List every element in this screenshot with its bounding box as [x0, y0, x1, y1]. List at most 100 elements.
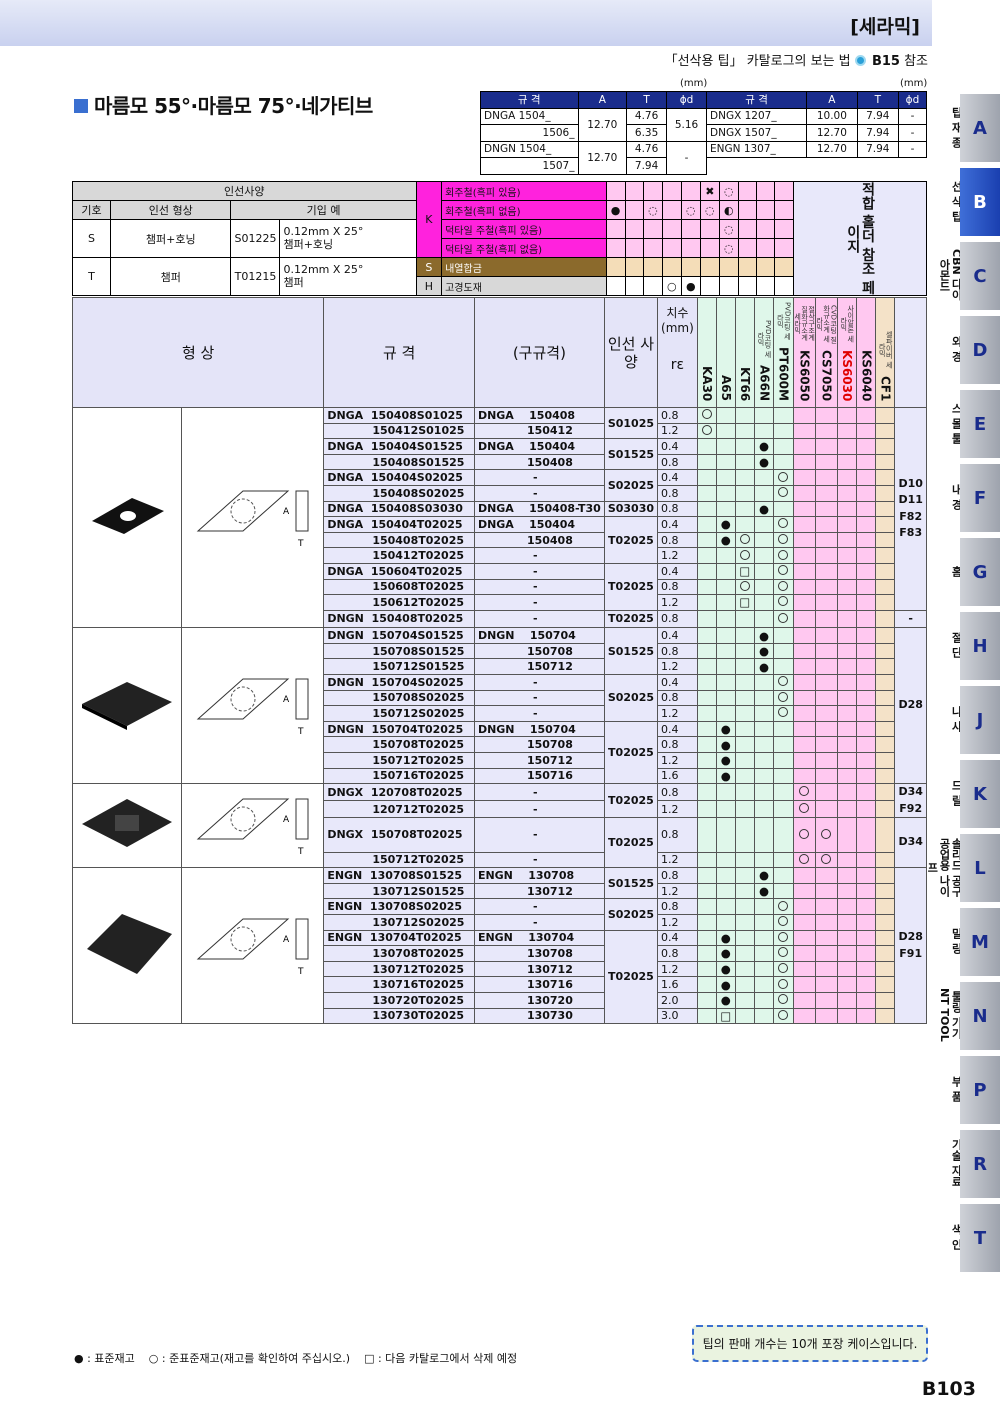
- mark-cell: [874, 705, 896, 722]
- mark-cell: [734, 882, 755, 900]
- mark-cell: [792, 913, 816, 931]
- mark-cell: [874, 898, 896, 915]
- mark-cell: [734, 547, 755, 564]
- re-cell: 0.8: [657, 500, 698, 518]
- holder-ref[interactable]: F92: [899, 801, 923, 815]
- mark-cell: [696, 689, 717, 707]
- mark-cell: [874, 1007, 896, 1025]
- semi-standard-mark: [799, 828, 810, 839]
- mark-cell: [855, 783, 877, 802]
- standard-mark: ●: [720, 930, 731, 945]
- cell: 12.70: [806, 140, 858, 158]
- re-cell: 0.8: [657, 642, 698, 660]
- old-spec-cell: DNGN 150704: [473, 720, 605, 738]
- product-row: 120712T02025-1.2: [73, 800, 927, 819]
- ref-page[interactable]: B15: [871, 54, 900, 69]
- holder-ref[interactable]: D10: [898, 476, 923, 490]
- holder-ref[interactable]: -: [908, 611, 913, 625]
- edge-desc: 0.12mm X 25°: [283, 263, 364, 277]
- mark-cell: [855, 531, 877, 549]
- mark-cell: [792, 516, 816, 533]
- th: 규 격: [480, 91, 579, 109]
- mark-cell: ●: [715, 736, 736, 753]
- re-cell: 0.4: [657, 562, 698, 580]
- mark-cell: [836, 594, 857, 611]
- holder-ref[interactable]: D34: [898, 785, 923, 799]
- holder-ref[interactable]: F82: [899, 509, 923, 523]
- mark-cell: [715, 800, 736, 819]
- mark-cell: [874, 976, 896, 993]
- mark-cell: [814, 705, 838, 722]
- mark-cell: [836, 547, 857, 564]
- old-spec-cell: DNGN 150704: [473, 627, 605, 644]
- mark-cell: [773, 453, 794, 471]
- mark-cell: [715, 689, 736, 707]
- spec-cell: DNGN 150408T02025: [323, 609, 475, 629]
- spec-cell: 150708S01525: [323, 642, 475, 660]
- cell: DNGN 1504_: [480, 140, 579, 158]
- cell: 5.16: [666, 107, 707, 142]
- mark-cell: [874, 851, 896, 869]
- mark-cell: [696, 705, 717, 722]
- mark-cell: [836, 438, 857, 455]
- sidebar-key: P: [960, 1056, 1000, 1124]
- cell: 7.94: [856, 124, 899, 142]
- old-spec-cell: 150716: [473, 767, 605, 785]
- holder-ref[interactable]: F83: [899, 526, 923, 540]
- material-h: H: [415, 276, 443, 296]
- old-spec-cell: 150712: [473, 751, 605, 769]
- holder-ref[interactable]: D28: [898, 930, 923, 944]
- cell: -: [897, 107, 928, 125]
- mark-cell: [734, 929, 755, 947]
- mark-cell: [874, 516, 896, 533]
- mark-cell: [874, 783, 896, 802]
- mark-cell: [836, 500, 857, 518]
- spec-cell: 150412T02025: [323, 547, 475, 564]
- re-cell: 0.8: [657, 609, 698, 629]
- holder-ref[interactable]: F91: [899, 946, 923, 960]
- mark-cell: [874, 751, 896, 769]
- holder-ref[interactable]: D11: [898, 493, 923, 507]
- mark-cell: [753, 1007, 775, 1025]
- mark-cell: [753, 898, 775, 915]
- holder-ref[interactable]: D28: [898, 698, 923, 712]
- mark-cell: [734, 438, 755, 455]
- mark-cell: [836, 627, 857, 644]
- mark-cell: [773, 913, 794, 931]
- semi-standard-mark: [799, 786, 810, 797]
- mark-cell: [874, 484, 896, 502]
- mark-cell: [836, 469, 857, 486]
- mark-cell: [855, 767, 877, 785]
- mark-cell: [696, 500, 717, 518]
- mark-cell: [753, 945, 775, 962]
- mark-cell: [814, 484, 838, 502]
- mark-cell: [734, 913, 755, 931]
- mark-cell: [855, 594, 877, 611]
- mark-cell: [855, 562, 877, 580]
- sidebar-key: G: [960, 538, 1000, 606]
- mark-cell: [696, 976, 717, 993]
- mark-cell: [715, 913, 736, 931]
- mark-cell: [855, 867, 877, 884]
- holder-ref[interactable]: D34: [898, 835, 923, 849]
